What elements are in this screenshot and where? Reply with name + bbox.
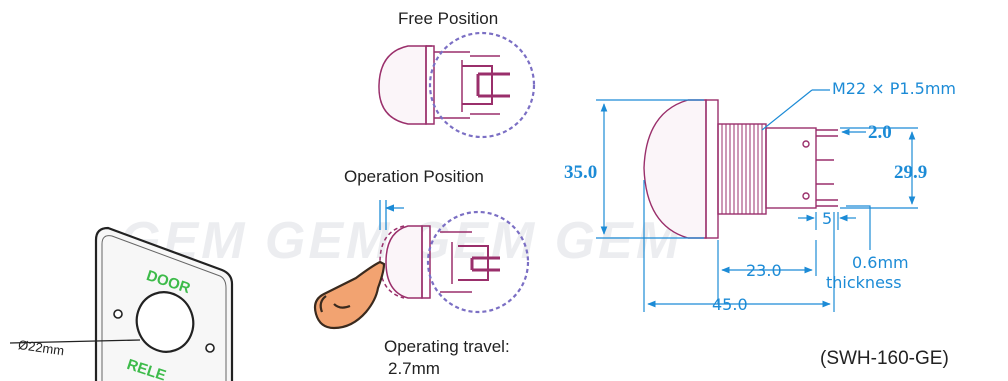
body-height-label: 29.9 [894, 162, 927, 183]
operation-position-button [379, 225, 500, 299]
free-position-button [378, 45, 510, 125]
thickness-value-label: 0.6mm [852, 253, 909, 272]
operation-position-detail-circle [426, 210, 530, 314]
terminal-spacing-label: 5 [822, 209, 832, 228]
terminal-width-label: 2.0 [868, 122, 892, 143]
operating-travel-marker [379, 200, 404, 230]
button-hole [135, 291, 195, 353]
hole-dimension-label: Ø22mm [17, 337, 65, 358]
thread-spec-label: M22 × P1.5mm [832, 79, 956, 98]
operating-travel-label: Operating travel: [384, 337, 510, 356]
model-code-label: (SWH-160-GE) [820, 348, 949, 369]
height-total-label: 35.0 [564, 162, 597, 183]
operation-position-label: Operation Position [344, 167, 484, 186]
wall-plate [94, 226, 234, 381]
thickness-text-label: thickness [826, 273, 902, 292]
screw-hole-left [113, 309, 123, 319]
switch-side-view [643, 99, 838, 239]
thread-length-label: 23.0 [746, 261, 782, 280]
operating-travel-value: 2.7mm [388, 359, 440, 378]
hole-leader-line [9, 339, 141, 344]
screw-hole-right [205, 343, 215, 353]
overall-length-label: 45.0 [712, 295, 748, 314]
dimension-lines [596, 89, 918, 312]
free-position-detail-circle [428, 31, 536, 139]
free-position-label: Free Position [398, 9, 498, 28]
finger-hand-icon [313, 260, 386, 330]
